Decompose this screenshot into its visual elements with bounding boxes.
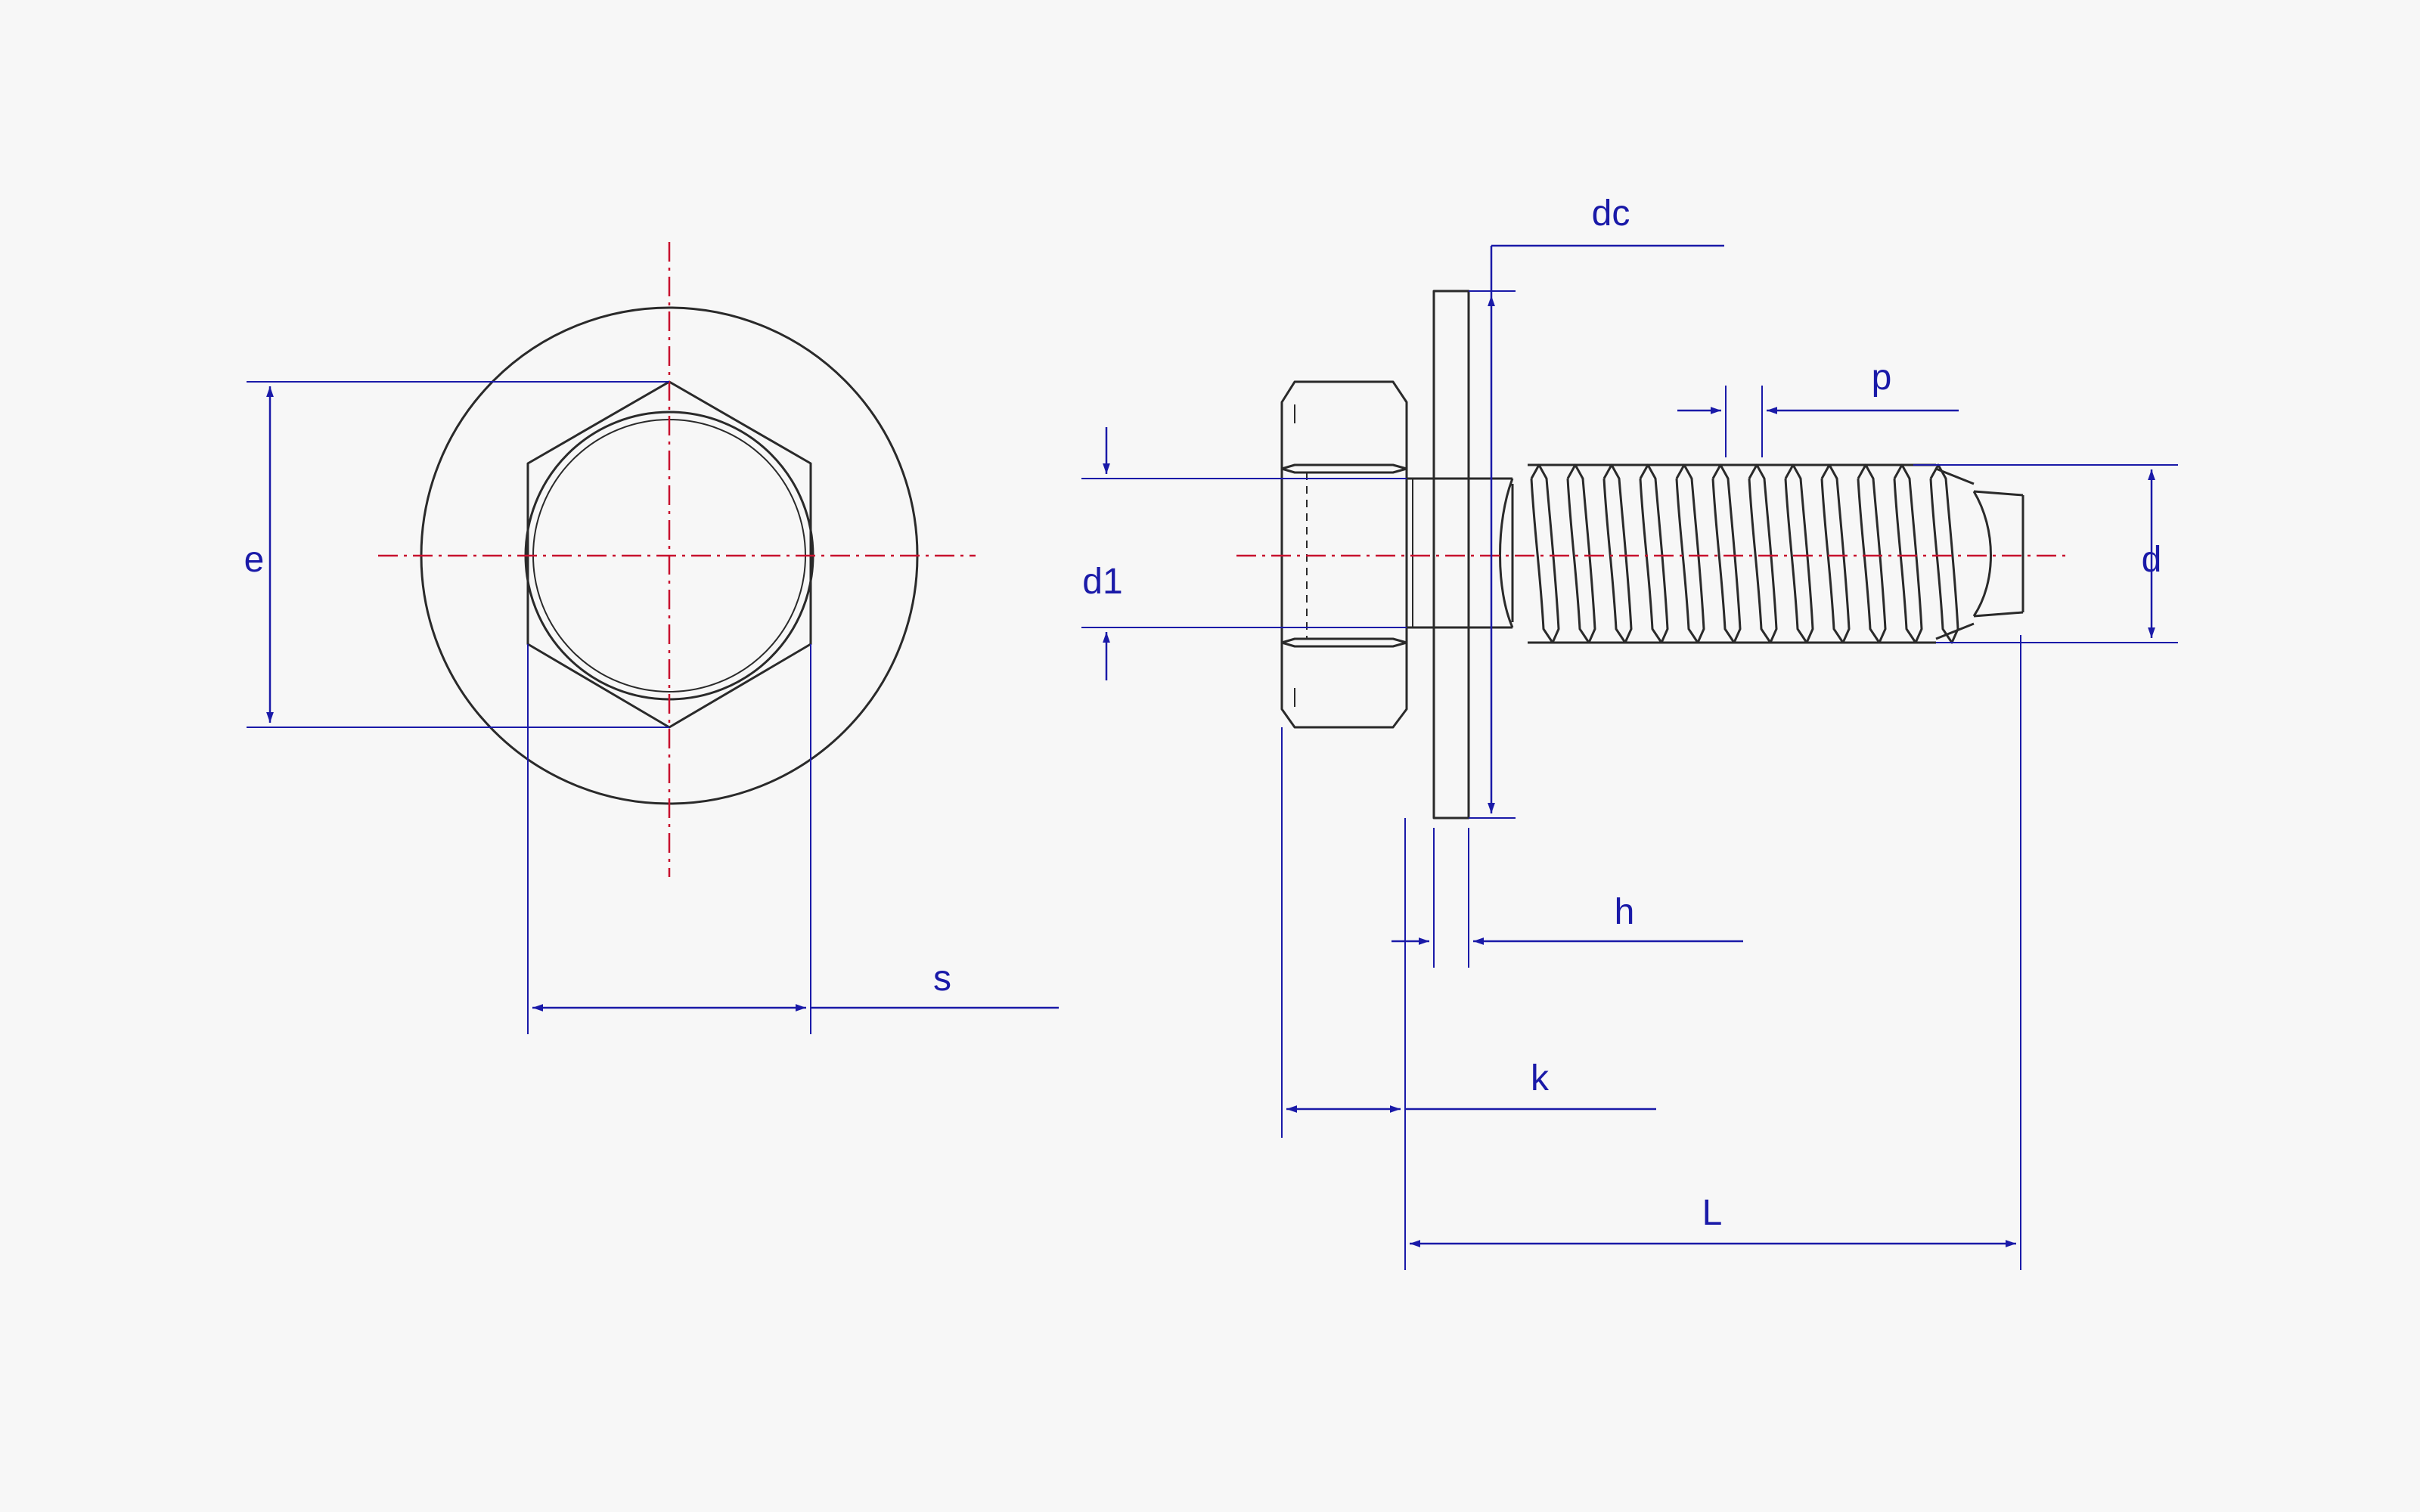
thread-ridge	[1602, 463, 1633, 644]
side-view	[1236, 290, 2068, 820]
thread-ridge	[1566, 463, 1596, 644]
dimension-s: s	[527, 644, 1059, 1034]
front-view	[378, 242, 976, 877]
dimension-label-L: L	[1702, 1193, 1723, 1233]
thread-ridge	[1748, 463, 1778, 644]
dimension-d: d	[1913, 464, 2178, 643]
dimension-k: k	[1281, 727, 1656, 1270]
dimension-d1: d1	[1081, 427, 1407, 680]
washer-side	[1432, 290, 1470, 820]
dimension-label-s: s	[933, 959, 951, 999]
thread-ridge	[1784, 463, 1814, 644]
thread-ridge	[1929, 463, 1959, 644]
dimension-label-d: d	[2142, 540, 2162, 580]
hex-head-side	[1280, 380, 1408, 729]
dimension-label-e: e	[244, 540, 265, 580]
thread-ridge	[1820, 463, 1851, 644]
dimension-label-h: h	[1615, 892, 1635, 932]
thread-ridges	[1530, 463, 1959, 644]
dimension-p: p	[1677, 358, 1959, 457]
threaded-body	[1499, 463, 2024, 644]
thread-ridge	[1857, 463, 1887, 644]
dimension-h: h	[1392, 828, 1743, 968]
thread-ridge	[1675, 463, 1705, 644]
dimension-e: e	[244, 381, 669, 728]
thread-ridge	[1639, 463, 1669, 644]
thread-ridge	[1893, 463, 1923, 644]
dimension-L: L	[1410, 635, 2021, 1270]
dimension-label-p: p	[1872, 358, 1892, 398]
thread-ridge	[1530, 463, 1560, 644]
dimension-label-d1: d1	[1082, 562, 1122, 602]
dimension-dc: dc	[1469, 194, 1724, 819]
dimension-label-dc: dc	[1592, 194, 1630, 234]
thread-ridge	[1711, 463, 1742, 644]
shank	[1407, 477, 1512, 629]
dimension-label-k: k	[1531, 1058, 1550, 1098]
